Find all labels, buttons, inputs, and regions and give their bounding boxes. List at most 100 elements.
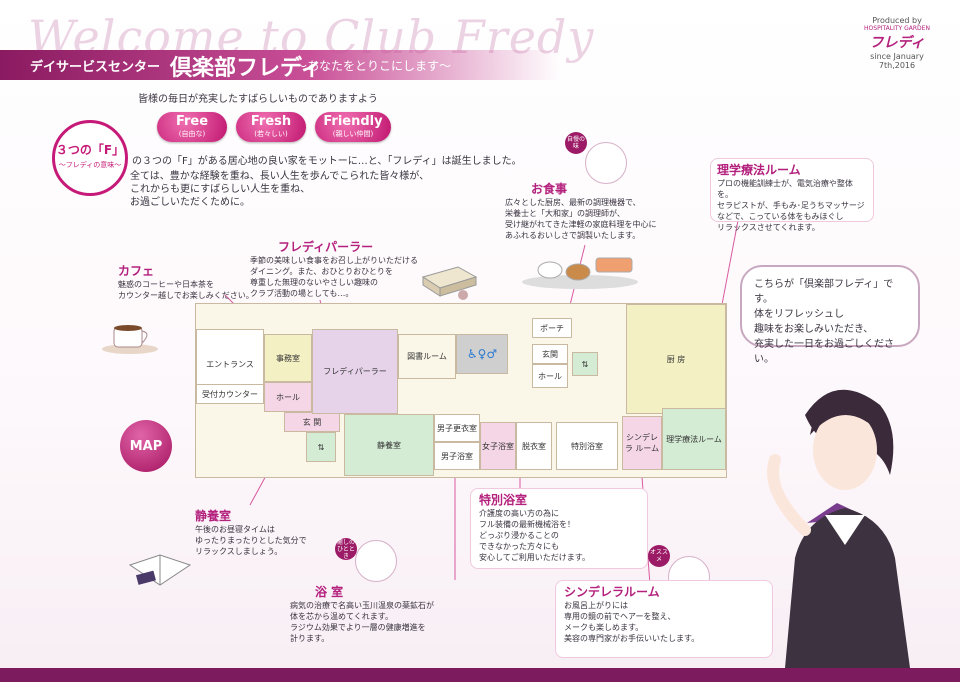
elevator-icon-2: ⇅ [306, 432, 336, 462]
produced-by: Produced by [872, 16, 922, 25]
bubble-line-1: こちらが「倶楽部フレディ」です。 [754, 279, 894, 305]
meal-text-2: 栄養士と「大和家」の調理師が、 [505, 209, 625, 218]
therapy-text-1: プロの機能訓練士が、電気治療や整体を。 [717, 179, 853, 199]
f-meaning: (若々しい) [254, 130, 288, 138]
staff-portrait-icon [585, 142, 627, 184]
brand-since: since January 7th,2016 [870, 52, 924, 70]
room-genkan-1: 玄 関 [284, 412, 340, 432]
room-rest: 静養室 [344, 414, 434, 476]
room-label: 女子浴室 [482, 441, 514, 451]
room-label: 特別浴室 [571, 441, 603, 451]
room-hall-1: ホール [264, 382, 312, 412]
cinderella-text-1: お風呂上がりには [564, 601, 628, 610]
cinderella-text-2: 専用の鏡の前でヘアーを整え、 [564, 612, 676, 621]
rest-text-1: 午後のお昼寝タイムは [195, 525, 275, 534]
meal-tray-icon [520, 248, 640, 290]
f-word: Fresh [250, 114, 292, 129]
brand-name: フレディ [869, 35, 925, 51]
room-office: 事務室 [264, 334, 312, 382]
room-label: ホール [538, 371, 562, 381]
cinderella-text-4: 美容の専門家がお手伝いいたします。 [564, 634, 700, 643]
room-hall-2: ホール [532, 364, 568, 388]
parlor-text-4: クラブ活動の場としても…。 [250, 289, 354, 298]
room-restroom: ♿♀♂ [456, 334, 508, 374]
page-subtitle: ～あなたをとりこにします～ [295, 59, 452, 73]
parlor-title: フレディパーラー [278, 240, 374, 254]
special-bath-text-5: 安心してご利用いただけます。 [479, 553, 590, 562]
f-meaning: (親しい仲間) [332, 130, 374, 138]
meal-text-4: あふれるおいしさで調製いたします。 [505, 231, 641, 240]
room-label: 理学療法ルーム [666, 434, 722, 444]
special-bath-text-4: できなかった方々にも [479, 542, 559, 551]
therapy-title: 理学療法ルーム [717, 163, 801, 177]
room-men-bath: 男子浴室 [434, 442, 480, 470]
room-men-changing: 男子更衣室 [434, 414, 480, 442]
room-parlor: フレディパーラー [312, 329, 398, 414]
room-label: シンデレラ ルーム [624, 433, 660, 453]
three-f-title: ３つの「F」 [55, 143, 125, 157]
cinderella-title: シンデレラルーム [564, 585, 660, 599]
f-word: Friendly [323, 114, 383, 129]
meal-section: お食事 広々とした厨房、最新の調理機器で、 栄養士と「大和家」の調理師が、 受け… [505, 180, 695, 241]
room-label: 図書ルーム [407, 352, 447, 361]
room-reception: 受付カウンター [196, 384, 264, 404]
cinderella-text-3: メークも楽しめます。 [564, 623, 644, 632]
bubble-line-2: 体をリフレッシュし [754, 309, 844, 320]
room-label: 受付カウンター [202, 389, 258, 399]
meal-text-1: 広々とした厨房、最新の調理機器で、 [505, 198, 641, 207]
therapy-text-4: リラックスさせてくれます。 [717, 223, 820, 232]
room-label: 男子更衣室 [437, 423, 477, 433]
three-f-circle: ３つの「F」 ～フレディの意味～ [52, 120, 128, 196]
elevator-icon: ⇅ [572, 352, 598, 376]
fresh-badge: Fresh (若々しい) [236, 112, 306, 142]
therapy-text-2: セラピストが、手もみ･足うちマッサージ [717, 201, 865, 210]
rest-text-2: ゆったりまったりとした気分で [195, 536, 307, 545]
meal-badge: 自慢の味 [565, 132, 587, 154]
parlor-text-1: 季節の美味しい食事をお召し上がりいただける [250, 256, 418, 265]
intro-line-5: お過ごしいただくために。 [130, 197, 250, 208]
bath-text-2: 体を芯から温めてくれます。 [290, 612, 393, 621]
cafe-text-2: カウンター越しでお楽しみください。 [118, 291, 254, 300]
bath-title: 浴 室 [315, 585, 344, 599]
page-title: 倶楽部フレディ [170, 56, 323, 81]
rest-section: 静養室 午後のお昼寝タイムは ゆったりまったりとした気分で リラックスしましょう… [195, 507, 345, 557]
cinderella-section: シンデレラルーム お風呂上がりには 専用の鏡の前でヘアーを整え、 メークも楽しめ… [555, 580, 773, 658]
footer-bar [0, 668, 960, 682]
intro-line-1: 皆様の毎日が充実したすばらしいものでありますよう [138, 94, 378, 105]
room-label: 静養室 [377, 440, 401, 450]
bath-staff-icon [355, 540, 397, 582]
therapy-section: 理学療法ルーム プロの機能訓練士が、電気治療や整体を。 セラピストが、手もみ･足… [710, 158, 874, 232]
free-badge: Free (自由な) [157, 112, 227, 142]
bath-text-3: ラジウム効果でより一層の健康増進を [290, 623, 426, 632]
room-label: 男子浴室 [441, 451, 473, 461]
room-women-bath: 女子浴室 [480, 422, 516, 470]
room-label: フレディパーラー [323, 367, 387, 376]
cafe-text-1: 魅惑のコーヒーや日本茶を [118, 280, 214, 289]
room-label: 脱衣室 [522, 441, 546, 451]
bubble-line-4: 充実した一日をお過ごしください。 [754, 339, 894, 365]
coffee-cup-icon [100, 315, 160, 355]
special-bath-title: 特別浴室 [479, 493, 528, 507]
room-label: エントランス [206, 359, 254, 369]
bath-text-1: 病気の治療で名高い玉川温泉の薬鉱石が [290, 601, 434, 610]
intro-paragraph: 全ては、豊かな経験を重ね、長い人生を歩んでこられた皆々様が、 これからも更にすば… [130, 170, 429, 209]
f-meaning: (自由な) [178, 130, 206, 138]
room-cinderella: シンデレラ ルーム [622, 416, 662, 470]
special-bath-text-2: フル装備の最新機械浴を！ [479, 520, 575, 529]
cinderella-badge: オススメ [648, 545, 670, 567]
bath-text-4: 計ります。 [290, 634, 330, 643]
three-f-sub: ～フレディの意味～ [58, 161, 122, 169]
room-label: 厨 房 [666, 354, 686, 364]
parlor-text-2: ダイニング。また、おひとりおひとりを [250, 267, 393, 276]
room-kitchen: 厨 房 [626, 304, 726, 414]
brand-company: HOSPITALITY GARDEN [864, 25, 930, 32]
f-word: Free [175, 114, 209, 129]
rest-text-3: リラックスしましょう。 [195, 547, 283, 556]
therapy-text-3: などで、こっている体をもみほぐし [717, 212, 844, 221]
intro-line-3: 全ては、豊かな経験を重ね、長い人生を歩んでこられた皆々様が、 [130, 171, 430, 182]
room-label: ホール [276, 392, 300, 402]
room-library: 図書ルーム [398, 334, 456, 379]
map-badge: MAP [120, 420, 172, 472]
room-special-bath: 特別浴室 [556, 422, 618, 470]
room-label: 玄関 [542, 349, 558, 359]
